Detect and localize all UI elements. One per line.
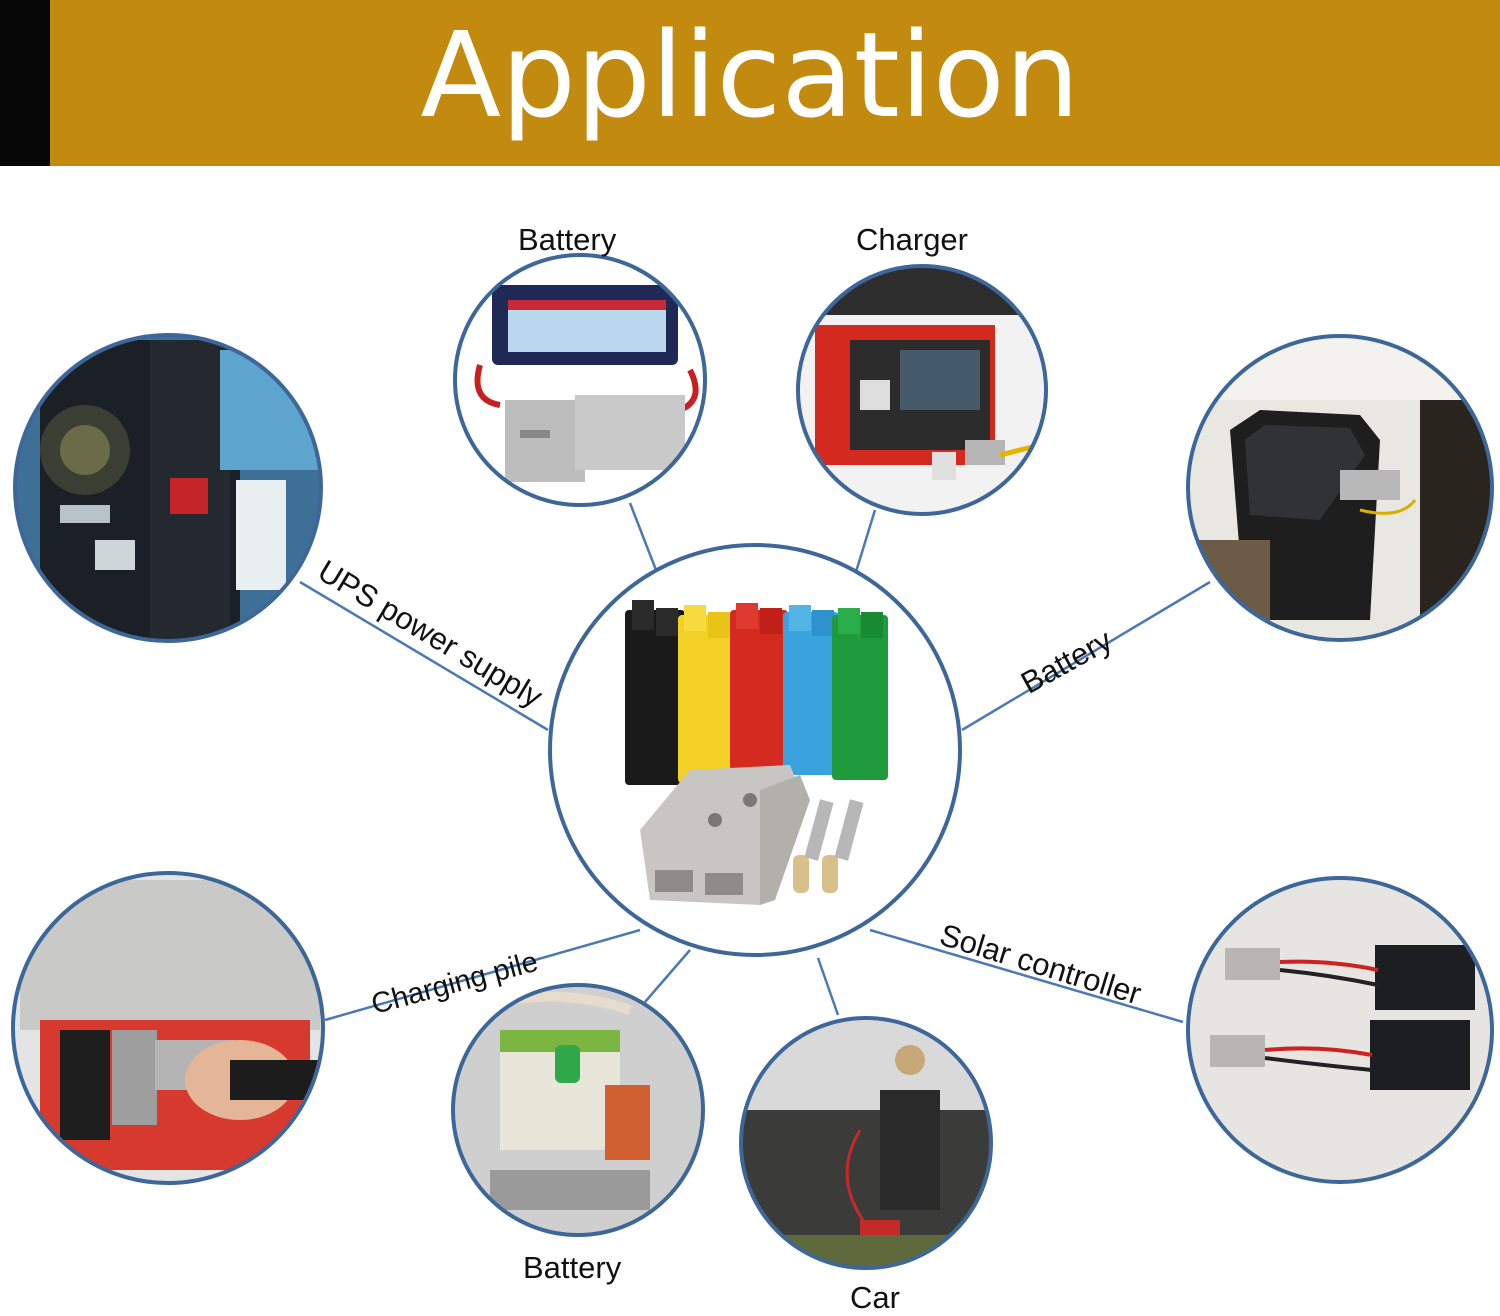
- charger-circle-border: [796, 264, 1048, 516]
- ups-circle-border: [13, 333, 323, 643]
- charger-photo: [798, 266, 1046, 514]
- charging-pile-circle-border: [11, 871, 325, 1185]
- solar-controller-circle-border: [1186, 876, 1494, 1184]
- bottom-battery-circle-border: [451, 983, 705, 1237]
- right-battery-photo: [1188, 336, 1492, 640]
- label-charger: Charger: [856, 222, 968, 257]
- page-title: Application: [420, 6, 1080, 144]
- line-charging-pile: [324, 928, 641, 1022]
- line-charger: [853, 509, 877, 576]
- connector-grey: [640, 765, 810, 905]
- center-circle-border: [548, 543, 962, 957]
- connector-yellow: [678, 605, 736, 783]
- top-battery-circle-border: [453, 253, 707, 507]
- bottom-battery-photo: [453, 985, 703, 1235]
- banner-side-bar: [0, 0, 50, 166]
- connector-blue: [783, 605, 839, 775]
- label-car: Car: [850, 1280, 900, 1315]
- right-battery-circle-border: [1186, 334, 1494, 642]
- connector-lines: [299, 502, 1211, 1024]
- connector-green: [832, 608, 888, 780]
- connector-red: [730, 603, 788, 770]
- solar-controller-photo: [1188, 878, 1492, 1182]
- top-battery-photo: [455, 255, 705, 505]
- connector-black: [625, 600, 685, 785]
- line-solar: [869, 928, 1184, 1024]
- center-connectors-photo: [550, 545, 960, 955]
- connector-pins: [793, 799, 864, 893]
- line-right-battery: [961, 580, 1211, 732]
- line-car: [816, 957, 840, 1016]
- car-circle-border: [739, 1016, 993, 1270]
- label-bottom-battery: Battery: [523, 1250, 622, 1285]
- header-banner: [0, 0, 1500, 166]
- line-bottom-battery: [644, 949, 691, 1003]
- label-top-battery: Battery: [518, 222, 617, 257]
- line-top-battery: [628, 502, 658, 571]
- charging-pile-photo: [13, 873, 323, 1183]
- ups-photo: [15, 335, 321, 641]
- line-ups: [299, 580, 549, 732]
